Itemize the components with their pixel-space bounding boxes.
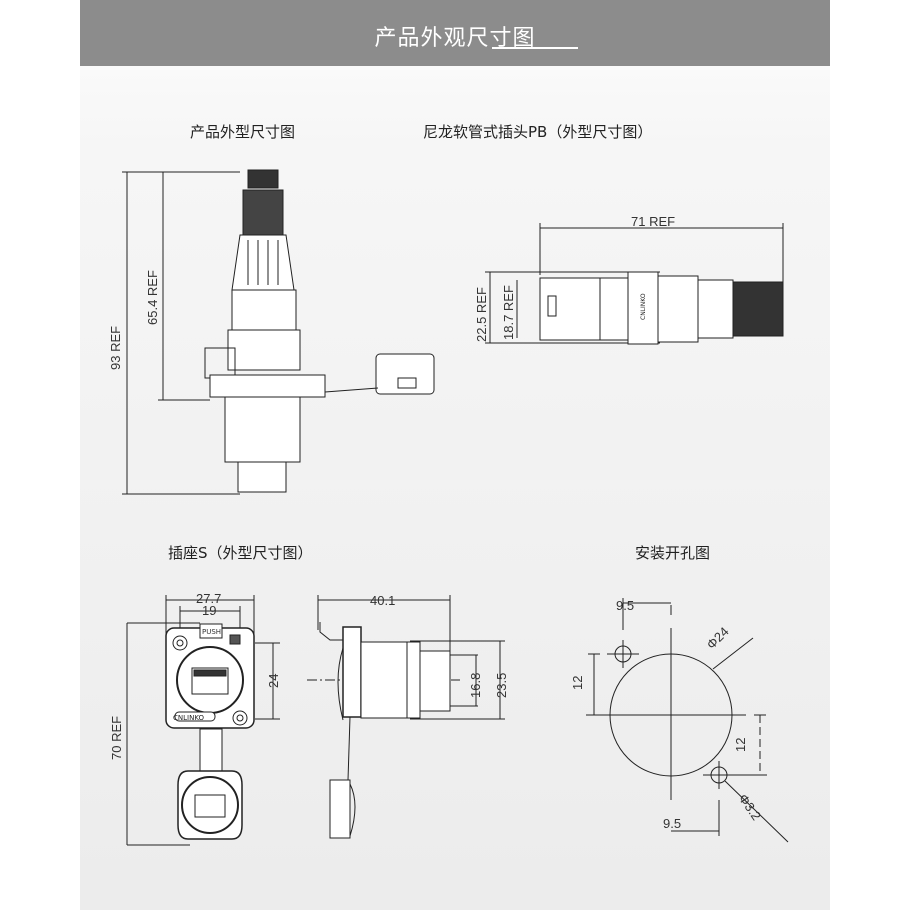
plug-outline-drawing: [122, 169, 435, 495]
section-title-plug-outline: 产品外型尺寸图: [190, 123, 296, 141]
page-title: 产品外观尺寸图: [374, 26, 536, 51]
section-title-socket: 插座S（外型尺寸图）: [168, 544, 313, 562]
socket-side-drawing: [307, 595, 505, 839]
dim-18-7-ref: 18.7 REF: [501, 285, 516, 340]
socket-logo: CNLINKO: [173, 714, 205, 722]
nylon-plug-drawing: [485, 223, 784, 345]
dim-9-5-top: 9.5: [616, 598, 634, 613]
panel-cutout-drawing: [586, 598, 789, 843]
nylon-plug-logo: CNLINKO: [640, 293, 647, 320]
dim-70-ref: 70 REF: [109, 716, 124, 760]
section-title-nylon-plug: 尼龙软管式插头PB（外型尺寸图）: [423, 123, 653, 141]
dim-phi-24: Φ24: [704, 624, 732, 652]
push-label: PUSH: [202, 628, 221, 636]
dim-40-1: 40.1: [370, 593, 395, 608]
dim-27-7: 27.7: [196, 591, 221, 606]
dim-23-5: 23.5: [494, 673, 509, 698]
dim-16-8: 16.8: [468, 673, 483, 698]
section-title-panel-cutout: 安装开孔图: [635, 544, 711, 562]
dim-24: 24: [266, 674, 281, 688]
title-underline: [492, 47, 578, 49]
dim-9-5-bottom: 9.5: [663, 816, 681, 831]
dim-19: 19: [202, 603, 216, 618]
dim-71-ref: 71 REF: [631, 214, 675, 229]
boot-icon: [204, 169, 435, 493]
socket-front-drawing: [126, 595, 280, 846]
dim-phi-3-2: Φ3.2: [736, 791, 765, 823]
dim-12-left: 12: [570, 676, 585, 690]
header-bar: 产品外观尺寸图: [80, 0, 830, 66]
dim-93-ref: 93 REF: [108, 326, 123, 370]
dim-12-right: 12: [733, 738, 748, 752]
dim-22-5-ref: 22.5 REF: [474, 287, 489, 342]
dim-65-4-ref: 65.4 REF: [145, 270, 160, 325]
